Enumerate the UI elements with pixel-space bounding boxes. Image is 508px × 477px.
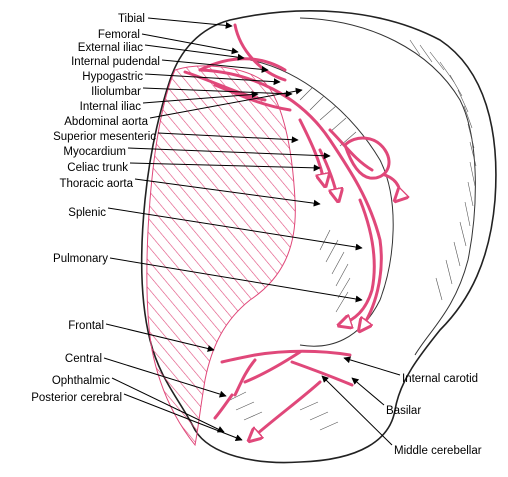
- label-tibial: Tibial: [118, 13, 145, 25]
- label-internal-carotid: Internal carotid: [402, 373, 478, 385]
- label-internal-pudendal: Internal pudendal: [71, 56, 160, 68]
- label-superior-mesenteric: Superior mesenteric: [53, 131, 156, 143]
- label-ophthalmic: Ophthalmic: [52, 375, 110, 387]
- label-abdominal-aorta: Abdominal aorta: [64, 116, 148, 128]
- label-posterior-cerebral: Posterior cerebral: [31, 392, 122, 404]
- label-internal-iliac: Internal iliac: [80, 101, 142, 113]
- label-pulmonary: Pulmonary: [53, 253, 108, 265]
- label-splenic: Splenic: [68, 207, 106, 219]
- label-myocardium: Myocardium: [63, 146, 126, 158]
- label-iliolumbar: Iliolumbar: [91, 86, 141, 98]
- label-central: Central: [65, 353, 102, 365]
- label-thoracic-aorta: Thoracic aorta: [59, 178, 133, 190]
- label-celiac-trunk: Celiac trunk: [67, 162, 128, 174]
- label-external-iliac: External iliac: [78, 42, 143, 54]
- label-basilar: Basilar: [386, 405, 421, 417]
- label-femoral: Femoral: [98, 29, 140, 41]
- label-middle-cerebellar: Middle cerebellar: [394, 445, 482, 457]
- label-frontal: Frontal: [68, 320, 104, 332]
- label-hypogastric: Hypogastric: [82, 71, 143, 83]
